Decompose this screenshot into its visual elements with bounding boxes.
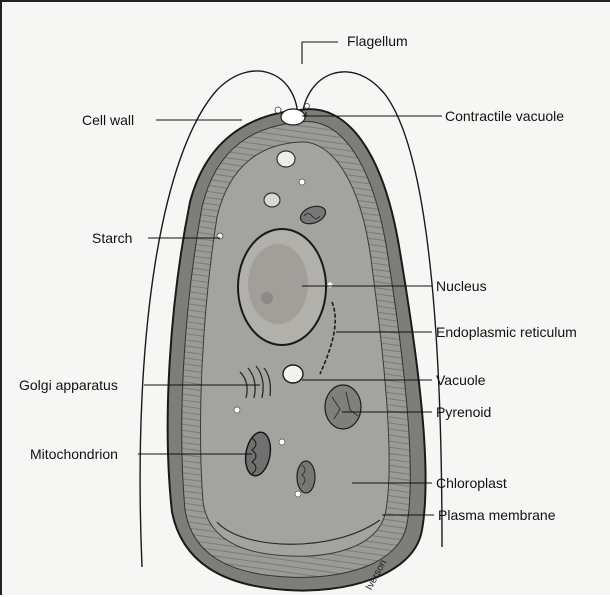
label-pyrenoid: Pyrenoid [436,404,491,420]
label-plasma-membrane: Plasma membrane [438,507,556,523]
contractile-vacuole-shape [281,109,305,125]
label-vacuole: Vacuole [436,372,486,388]
label-starch: Starch [92,230,132,246]
pyrenoid-shape [325,385,361,429]
label-mitochondrion: Mitochondrion [30,446,118,462]
label-nucleus: Nucleus [436,278,487,294]
label-cell-wall: Cell wall [82,112,134,128]
label-contractile-vacuole: Contractile vacuole [445,108,564,124]
label-flagellum: Flagellum [347,33,408,49]
vacuole-shape [283,365,303,383]
label-golgi-apparatus: Golgi apparatus [19,377,118,393]
label-endoplasmic-reticulum: Endoplasmic reticulum [436,324,577,340]
label-chloroplast: Chloroplast [436,475,507,491]
